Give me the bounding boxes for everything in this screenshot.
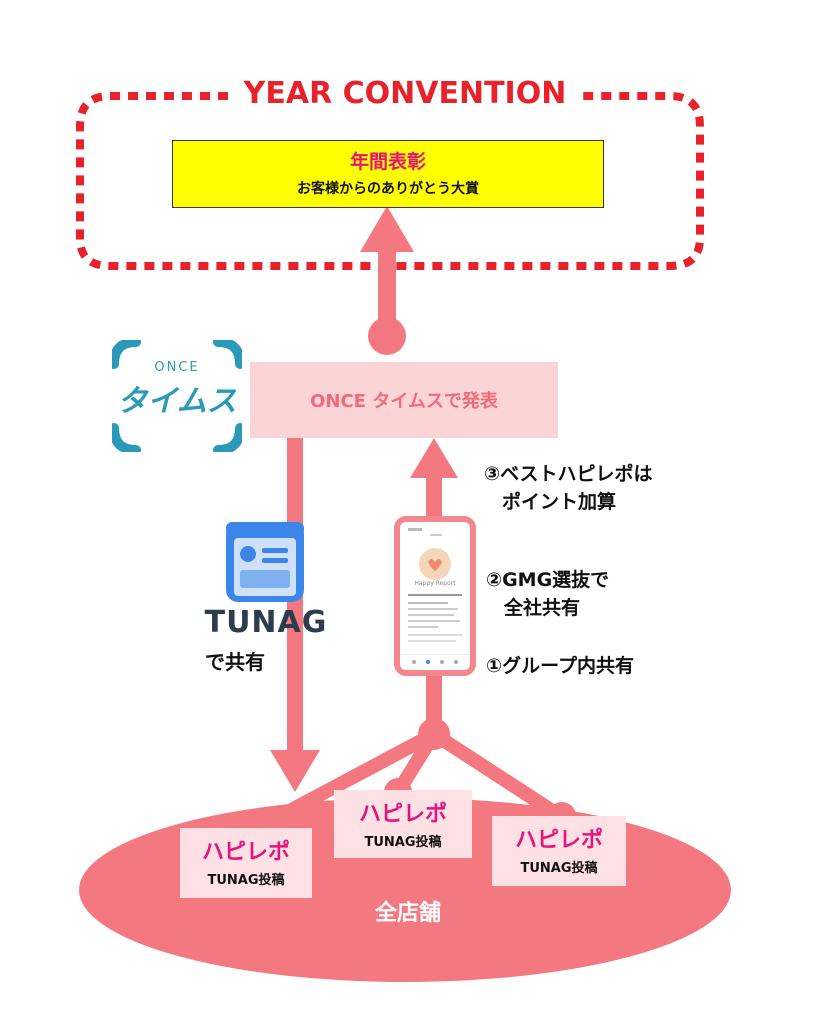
once-times-logo-icon	[112, 340, 242, 452]
post-title: ハピレポ	[201, 840, 290, 865]
tunag-wordmark: TUNAG	[204, 605, 328, 640]
step-1: ①グループ内共有	[486, 652, 634, 680]
share-down-arrow-head	[270, 750, 320, 792]
branch-right	[427, 727, 567, 823]
award-subtitle: お客様からのありがとう大賞	[297, 181, 479, 197]
publish-label: ONCE タイムスで発表	[310, 391, 498, 412]
convention-up-arrow-shaft	[378, 248, 396, 338]
hub-connector	[426, 674, 442, 730]
step-3-line-2: ポイント加算	[502, 491, 617, 513]
post-subtitle: TUNAG投稿	[520, 861, 598, 876]
post-box-left: ハピレポ TUNAG投稿	[180, 828, 312, 898]
step-1-line: ①グループ内共有	[486, 655, 634, 677]
post-title: ハピレポ	[514, 828, 603, 853]
branch-left	[243, 727, 441, 839]
tunag-share-label: で共有	[205, 650, 265, 674]
phone-mockup: Happy Report	[394, 516, 476, 676]
post-box-right: ハピレポ TUNAG投稿	[492, 816, 626, 886]
step-2-line-1: ②GMG選抜で	[486, 569, 610, 591]
post-subtitle: TUNAG投稿	[207, 873, 285, 888]
award-title: 年間表彰	[349, 151, 426, 173]
phone-up-arrow-shaft	[426, 476, 442, 520]
step-3: ③ベストハピレポは ポイント加算	[484, 460, 652, 516]
all-stores-label: 全店舗	[374, 901, 441, 926]
convention-title: YEAR CONVENTION	[240, 72, 570, 116]
phone-screen	[400, 522, 470, 670]
convention-node	[368, 317, 406, 355]
step-2-line-2: 全社共有	[504, 597, 581, 619]
annual-award-box: 年間表彰 お客様からのありがとう大賞	[172, 140, 604, 208]
tunag-app-icon	[226, 522, 304, 602]
publish-box: ONCE タイムスで発表	[250, 362, 558, 438]
convention-up-arrow-head	[360, 206, 414, 252]
phone-badge: Happy Report	[414, 580, 456, 587]
post-subtitle: TUNAG投稿	[364, 835, 442, 850]
once-logo-bottom: タイムス	[117, 384, 237, 419]
convention-frame	[76, 92, 704, 270]
step-3-line-1: ③ベストハピレポは	[484, 463, 653, 485]
phone-up-arrow-head	[410, 438, 458, 478]
once-logo-top: ONCE	[154, 360, 200, 375]
step-2: ②GMG選抜で 全社共有	[486, 566, 609, 622]
post-box-middle: ハピレポ TUNAG投稿	[334, 790, 472, 858]
post-title: ハピレポ	[358, 802, 447, 827]
